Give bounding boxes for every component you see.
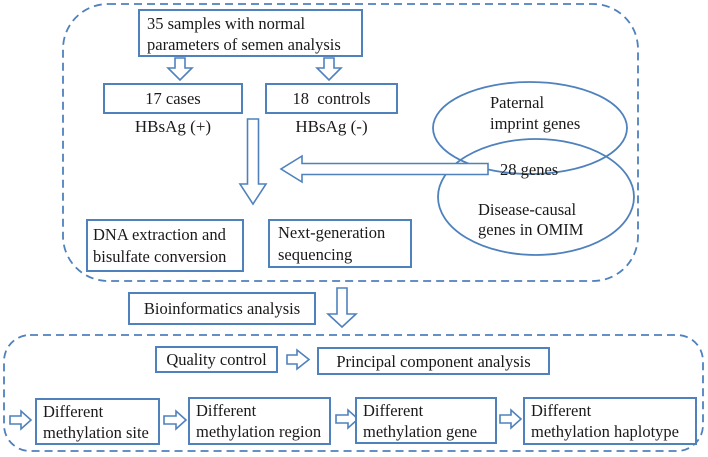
- arrow-genes-to-sequencing: [279, 154, 489, 184]
- arrow-quality-to-pca: [286, 348, 311, 371]
- arrow-samples-to-cases: [166, 57, 194, 82]
- arrow-to-bottom-section: [325, 287, 359, 329]
- controls-sublabel: HBsAg (-): [295, 117, 368, 136]
- controls-box: 18 controls: [265, 83, 398, 114]
- cases-box: 17 cases: [103, 83, 243, 114]
- venn-bottom-label: Disease-causal genes in OMIM: [478, 200, 584, 239]
- ngs-box: Next-generation sequencing: [268, 219, 412, 268]
- bioinformatics-box: Bioinformatics analysis: [128, 292, 316, 325]
- pca-box: Principal component analysis: [317, 347, 550, 375]
- venn-bottom-ellipse: [437, 138, 635, 256]
- bottom-section-dashed-border: [3, 334, 704, 452]
- quality-control-box: Quality control: [155, 346, 278, 373]
- arrow-gene-to-haplotype: [499, 408, 523, 430]
- arrow-region-to-gene: [335, 408, 360, 430]
- arrow-groups-to-processing: [238, 118, 268, 206]
- methylation-site-box: Different methylation site: [35, 398, 160, 445]
- venn-overlap-label: 28 genes: [500, 160, 559, 179]
- top-section-dashed-border: [62, 3, 639, 282]
- arrow-samples-to-controls: [315, 57, 343, 82]
- cases-sublabel: HBsAg (+): [134, 117, 212, 136]
- methylation-region-box: Different methylation region: [188, 397, 331, 445]
- methylation-gene-box: Different methylation gene: [355, 397, 497, 444]
- venn-top-label: Paternal imprint genes: [490, 93, 581, 133]
- methylation-haplotype-box: Different methylation haplotype: [523, 397, 697, 445]
- arrow-into-site: [9, 409, 33, 431]
- samples-box: 35 samples with normal parameters of sem…: [138, 9, 363, 57]
- dna-extraction-box: DNA extraction and bisulfate conversion: [86, 219, 244, 272]
- arrow-site-to-region: [163, 409, 188, 431]
- venn-top-ellipse: [432, 81, 628, 175]
